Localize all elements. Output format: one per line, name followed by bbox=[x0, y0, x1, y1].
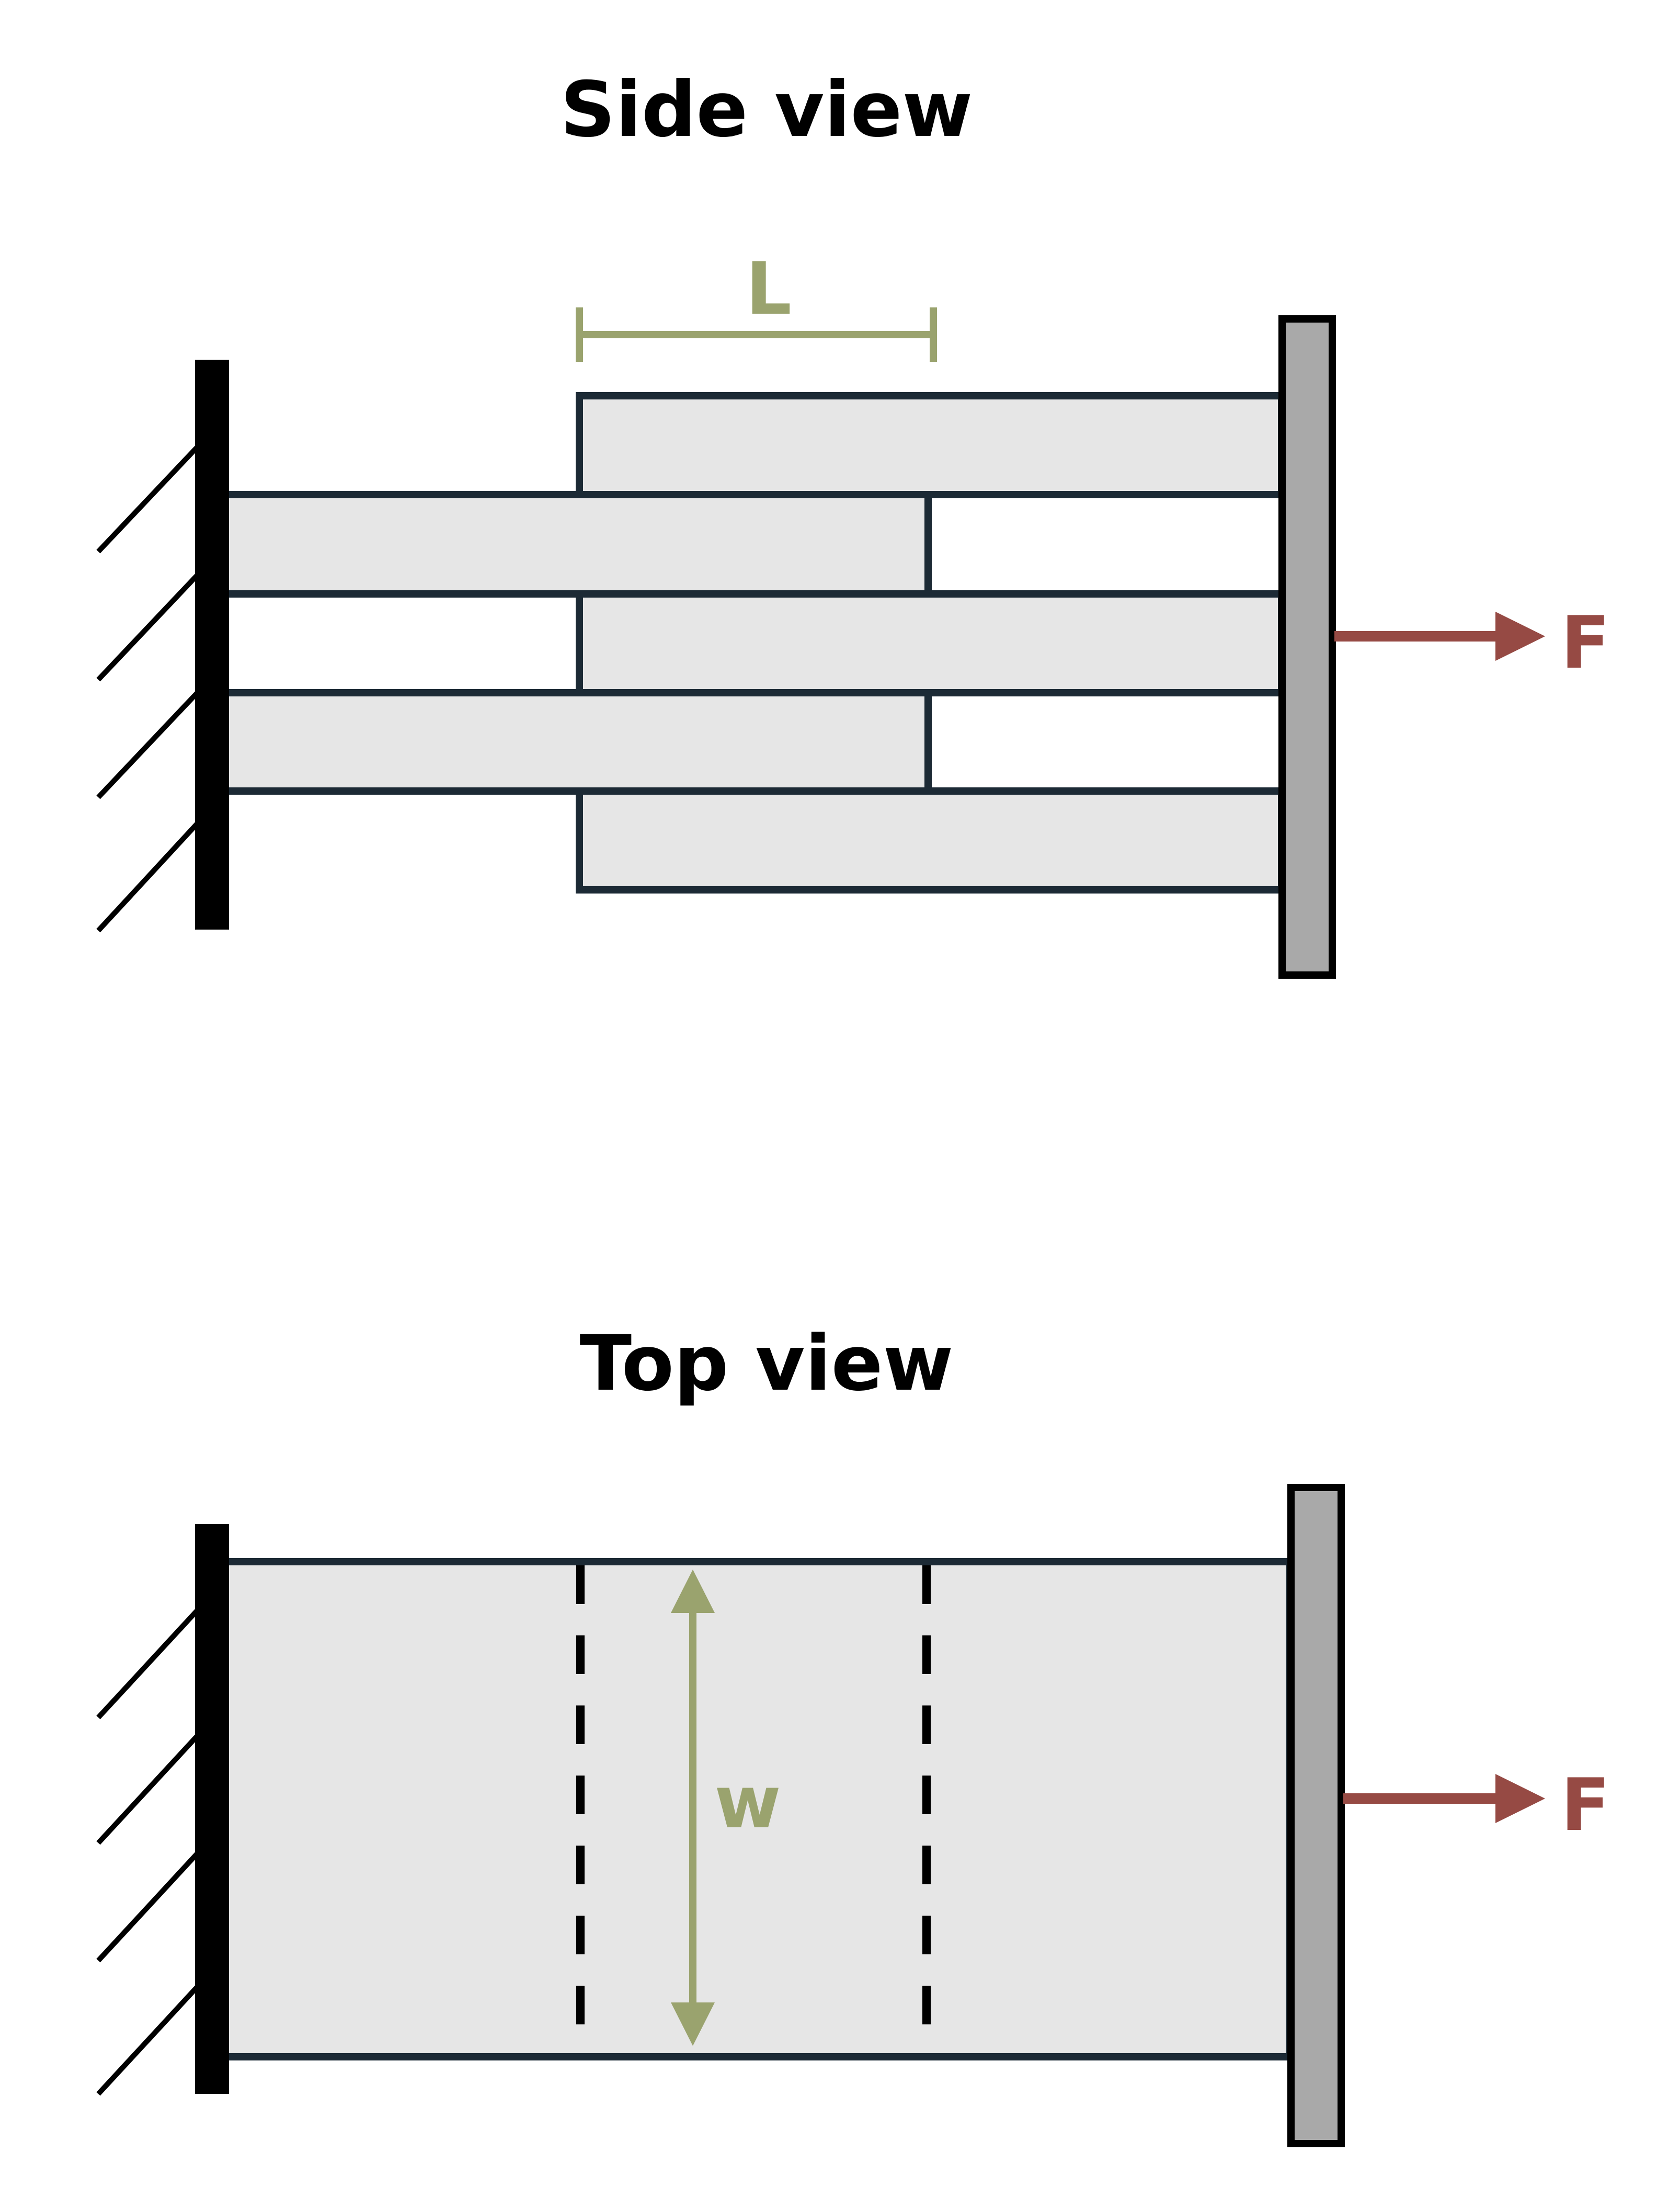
width-dimension bbox=[671, 1570, 715, 2046]
top-view-title: Top view bbox=[580, 1319, 954, 1408]
side-view-title: Side view bbox=[561, 65, 973, 154]
width-label: w bbox=[714, 1760, 781, 1845]
side-view-left-plates bbox=[220, 491, 932, 795]
side-view-force-label: F bbox=[1561, 601, 1610, 685]
top-view-ground-hatch bbox=[96, 1606, 202, 2096]
side-view-end-cap bbox=[1278, 315, 1336, 979]
plate-right-1 bbox=[576, 392, 1285, 498]
length-label: L bbox=[746, 247, 792, 331]
side-view-right-plates bbox=[576, 392, 1285, 894]
top-view: Top view w F bbox=[96, 1319, 1610, 2147]
plate-right-3 bbox=[576, 787, 1285, 894]
side-view-ground-hatch bbox=[96, 442, 202, 933]
top-view-end-cap bbox=[1287, 1484, 1345, 2147]
top-view-force-arrow bbox=[1343, 1774, 1545, 1823]
plate-right-2 bbox=[576, 590, 1285, 696]
top-view-force-label: F bbox=[1561, 1763, 1610, 1847]
top-view-plate bbox=[220, 1558, 1294, 2060]
length-dimension bbox=[576, 307, 937, 362]
side-view-fixed-wall bbox=[195, 360, 229, 930]
plate-left-1 bbox=[220, 491, 932, 598]
top-view-fixed-wall bbox=[195, 1524, 229, 2094]
side-view: Side view L bbox=[96, 65, 1610, 979]
side-view-force-arrow bbox=[1334, 612, 1545, 661]
overlap-boundaries bbox=[576, 1565, 931, 2054]
plate-left-2 bbox=[220, 689, 932, 795]
